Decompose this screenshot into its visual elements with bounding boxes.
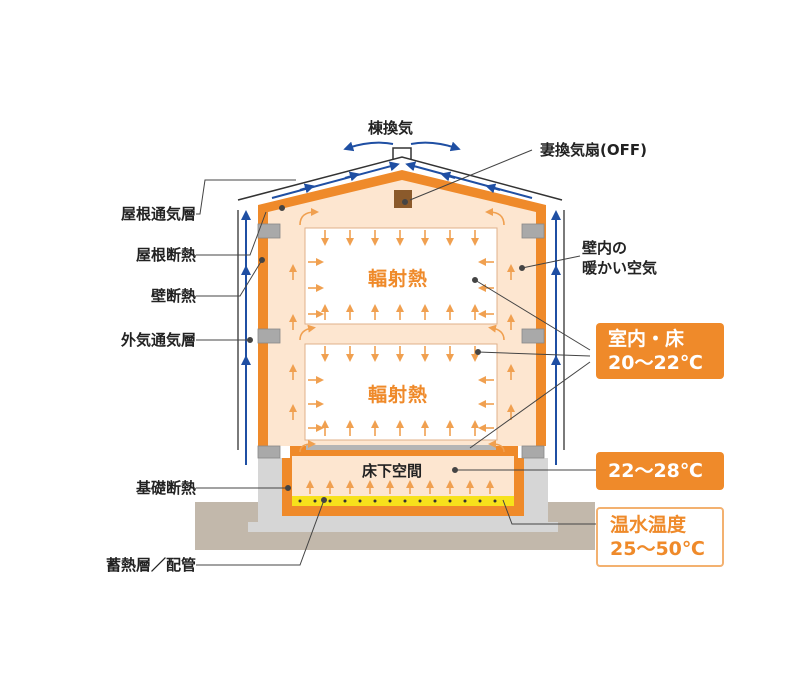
ridge-vent-cap: [392, 147, 412, 160]
wall-insulation-label: 壁断熱: [150, 287, 196, 305]
pipe-dot: [358, 499, 362, 503]
underfloor-temp-value: 22～28℃: [608, 460, 703, 482]
floor-board: [306, 445, 496, 450]
wall-warm-air-label-1: 壁内の: [582, 239, 628, 257]
storage-layer-label: 蓄熱層／配管: [105, 556, 196, 574]
heat-curl-arrow: [299, 324, 316, 341]
pipe-dot: [493, 499, 497, 503]
hot-water-temp-box: 温水温度 25～50℃: [596, 507, 724, 567]
heat-curl-arrow: [488, 440, 505, 453]
pipe-dot: [298, 499, 302, 503]
hot-water-temp-line2: 25～50℃: [610, 538, 705, 560]
outer-vent-layer-label: 外気通気層: [120, 331, 196, 349]
radiant-heat-upper-label: 輻射熱: [368, 268, 429, 290]
pipe-dot: [433, 499, 437, 503]
pipe-dot: [418, 499, 422, 503]
wall-blocks: [257, 223, 545, 459]
room-floor-temp-box: 室内・床 20～22℃: [596, 323, 724, 379]
heat-storage-layer: [292, 496, 514, 506]
pipe-dot: [478, 499, 482, 503]
heat-arrows: [289, 208, 515, 494]
roof-insulation-label: 屋根断熱: [135, 246, 196, 264]
gable-fan-label: 妻換気扇(OFF): [540, 141, 647, 159]
wall-warm-air-label-2: 暖かい空気: [582, 259, 658, 277]
pipe-dot: [328, 499, 332, 503]
ridge-vent-label: 棟換気: [368, 119, 414, 137]
underfloor-space-area: [292, 456, 514, 500]
foundation-insulation: [282, 458, 524, 516]
radiant-heat-lower-label: 輻射熱: [368, 384, 429, 406]
room-floor-temp-line2: 20～22℃: [608, 352, 703, 374]
underfloor-space-label: 床下空間: [362, 462, 423, 480]
pipe-dot: [343, 499, 347, 503]
roof-vent-layer-label: 屋根通気層: [120, 205, 196, 223]
outer-roof-line: [237, 156, 563, 201]
pipe-dot: [463, 499, 467, 503]
leader-lines: [196, 149, 596, 566]
gable-fan: [394, 190, 412, 208]
hot-water-temp-line1: 温水温度: [610, 514, 687, 536]
heat-curl-arrow: [488, 324, 505, 341]
pipe-dot: [373, 499, 377, 503]
heat-curl-arrow: [485, 208, 505, 226]
pipe-dot: [313, 499, 317, 503]
pipe-dot: [388, 499, 392, 503]
underfloor-temp-box: 22～28℃: [596, 452, 724, 490]
pipe-dot: [403, 499, 407, 503]
foundation-insulation-label: 基礎断熱: [135, 479, 196, 497]
room-floor-temp-line1: 室内・床: [608, 328, 685, 350]
heat-curl-arrow: [299, 440, 316, 453]
pipe-dots: [298, 499, 497, 503]
heat-curl-arrow: [299, 208, 319, 226]
pipe-dot: [448, 499, 452, 503]
